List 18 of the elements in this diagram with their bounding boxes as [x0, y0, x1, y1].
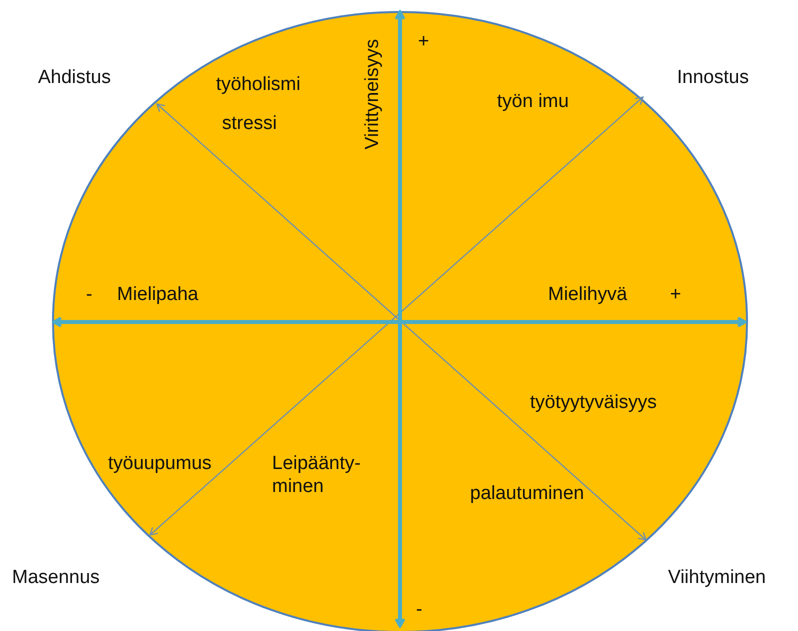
region-label: työholismi [216, 73, 300, 96]
sign-label: + [418, 30, 430, 53]
axis-title: Mielipaha [117, 283, 198, 306]
sign-label: - [416, 598, 422, 621]
sign-label: + [670, 283, 682, 306]
region-label: työuupumus [108, 452, 212, 475]
sign-label: - [86, 283, 92, 306]
corner-label: Masennus [12, 566, 100, 589]
region-label: työtyytyväisyys [530, 391, 657, 414]
axis-title: Virittyneisyys [361, 39, 384, 150]
corner-label: Innostus [677, 66, 749, 89]
corner-label: Ahdistus [38, 66, 111, 89]
region-label: Leipäänty- minen [272, 452, 362, 498]
axis-title: Mielihyvä [548, 283, 628, 306]
region-label: stressi [222, 112, 277, 135]
region-label: työn imu [497, 90, 569, 113]
region-label: palautuminen [470, 482, 584, 505]
corner-label: Viihtyminen [668, 566, 766, 589]
